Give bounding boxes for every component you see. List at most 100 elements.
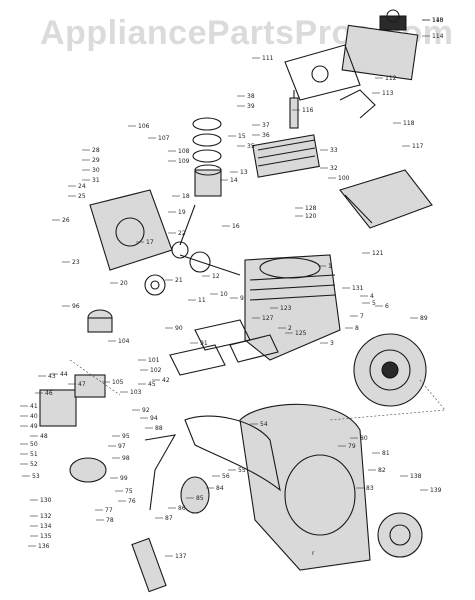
part-number-label: 6 <box>385 303 389 310</box>
part-number-label: 89 <box>420 315 428 322</box>
part-number-label: 80 <box>360 435 368 442</box>
part-number-label: 41 <box>30 403 38 410</box>
part-number-label: 83 <box>366 485 374 492</box>
baffle-part <box>184 415 281 492</box>
part-number-label: 49 <box>30 423 38 430</box>
carburetor-part <box>39 374 107 483</box>
part-number-label: 128 <box>305 205 317 212</box>
part-number-label: 40 <box>30 413 38 420</box>
part-number-label: 112 <box>385 75 397 82</box>
part-number-label: 116 <box>302 107 314 114</box>
part-number-label: 4 <box>370 293 374 300</box>
part-number-label: 79 <box>348 443 356 450</box>
part-number-label: 140 <box>432 17 444 24</box>
part-number-labels: 1151141111121131181171163839373635333210… <box>20 17 444 560</box>
part-number-label: 18 <box>182 193 190 200</box>
part-number-label: 137 <box>175 553 187 560</box>
part-number-label: 86 <box>178 505 186 512</box>
part-number-label: 17 <box>146 239 154 246</box>
part-number-label: 54 <box>260 421 268 428</box>
heat-shield-part <box>284 44 361 101</box>
part-number-label: 88 <box>155 425 163 432</box>
part-number-label: 14 <box>230 177 238 184</box>
part-number-label: 5 <box>372 300 376 307</box>
part-number-label: 53 <box>32 473 40 480</box>
part-number-label: 36 <box>262 132 270 139</box>
part-number-label: 52 <box>30 461 38 468</box>
part-number-label: 26 <box>62 217 70 224</box>
part-number-label: 106 <box>138 123 150 130</box>
part-number-label: 24 <box>78 183 86 190</box>
part-number-label: 132 <box>40 513 52 520</box>
part-number-label: 47 <box>78 381 86 388</box>
fuel-bulb-part <box>180 476 210 514</box>
part-number-label: 113 <box>382 90 394 97</box>
part-number-label: 38 <box>247 93 255 100</box>
part-number-label: 35 <box>247 143 255 150</box>
part-number-label: 139 <box>430 487 442 494</box>
part-number-label: 92 <box>142 407 150 414</box>
part-number-label: 2 <box>288 325 292 332</box>
part-number-label: 118 <box>403 120 415 127</box>
gasket-part <box>169 319 279 376</box>
part-number-label: 101 <box>148 357 160 364</box>
crankshaft-part <box>179 251 241 276</box>
part-number-label: 75 <box>125 488 133 495</box>
cylinder-block-part <box>244 254 341 361</box>
part-number-label: 46 <box>45 390 53 397</box>
part-number-label: 30 <box>92 167 100 174</box>
filter-cylinder-part <box>87 309 113 333</box>
part-number-label: 120 <box>305 213 317 220</box>
part-number-label: 19 <box>178 209 186 216</box>
part-number-label: 90 <box>175 325 183 332</box>
part-number-label: 134 <box>40 523 52 530</box>
part-number-label: 50 <box>30 441 38 448</box>
part-number-label: 37 <box>262 122 270 129</box>
part-number-label: 7 <box>360 313 364 320</box>
part-number-label: 43 <box>48 373 56 380</box>
part-number-label: 102 <box>150 367 162 374</box>
part-number-label: 82 <box>378 467 386 474</box>
part-number-label: 8 <box>355 325 359 332</box>
part-number-label: 107 <box>158 135 170 142</box>
part-number-label: 130 <box>40 497 52 504</box>
part-number-label: 56 <box>222 473 230 480</box>
part-number-label: 28 <box>92 147 100 154</box>
part-number-label: 21 <box>175 277 183 284</box>
muffler-part <box>341 9 419 81</box>
part-number-label: 29 <box>92 157 100 164</box>
part-number-label: 33 <box>330 147 338 154</box>
part-number-label: 76 <box>128 498 136 505</box>
cylinder-head-part <box>252 134 320 178</box>
part-number-label: 125 <box>295 330 307 337</box>
flywheel-part <box>353 333 427 407</box>
part-number-label: 99 <box>120 475 128 482</box>
part-number-label: 84 <box>216 485 224 492</box>
part-number-label: 9 <box>240 295 244 302</box>
part-number-label: 31 <box>92 177 100 184</box>
linkage-part <box>144 434 177 511</box>
part-number-label: 15 <box>238 133 246 140</box>
part-number-label: 51 <box>30 451 38 458</box>
part-number-label: 13 <box>240 169 248 176</box>
spark-plug-part <box>289 90 299 129</box>
part-number-label: 45 <box>148 381 156 388</box>
part-number-label: 3 <box>330 340 334 347</box>
part-number-label: 78 <box>106 517 114 524</box>
part-number-label: 123 <box>280 305 292 312</box>
part-number-label: 95 <box>122 433 130 440</box>
part-number-label: 12 <box>212 273 220 280</box>
part-number-label: 16 <box>232 223 240 230</box>
part-number-label: 32 <box>330 165 338 172</box>
blower-housing-part <box>239 403 371 571</box>
part-number-label: 104 <box>118 338 130 345</box>
part-number-label: 103 <box>130 389 142 396</box>
part-number-label: 105 <box>112 379 124 386</box>
part-number-label: 98 <box>122 455 130 462</box>
part-number-label: 55 <box>238 467 246 474</box>
part-number-label: 23 <box>72 259 80 266</box>
part-number-label: 121 <box>372 250 384 257</box>
crankcase-cover-part <box>89 189 173 271</box>
part-number-label: 39 <box>247 103 255 110</box>
